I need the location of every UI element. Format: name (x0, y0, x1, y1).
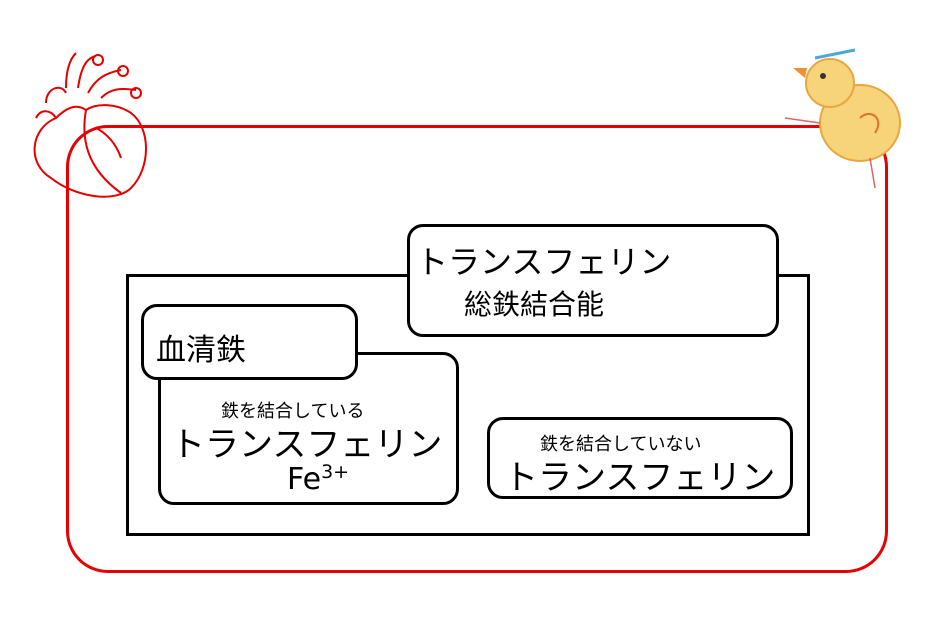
tibc-subtitle: 総鉄結合能 (464, 288, 605, 321)
serum-iron-box: 血清鉄 (141, 304, 358, 380)
unbound-transferrin-box: 鉄を結合していない トランスフェリン (487, 417, 793, 499)
tibc-title: トランスフェリン (416, 243, 672, 281)
unbound-caption: 鉄を結合していない (540, 434, 702, 455)
tibc-box: トランスフェリン 総鉄結合能 (407, 224, 779, 337)
bound-caption: 鉄を結合している (221, 401, 365, 422)
body-outline (66, 125, 888, 573)
bound-title: トランスフェリン (171, 425, 443, 465)
unbound-title: トランスフェリン (504, 458, 776, 498)
chick-icon (784, 48, 901, 189)
serum-iron-label: 血清鉄 (156, 333, 246, 368)
fe-ion: Fe3+ (287, 461, 350, 497)
